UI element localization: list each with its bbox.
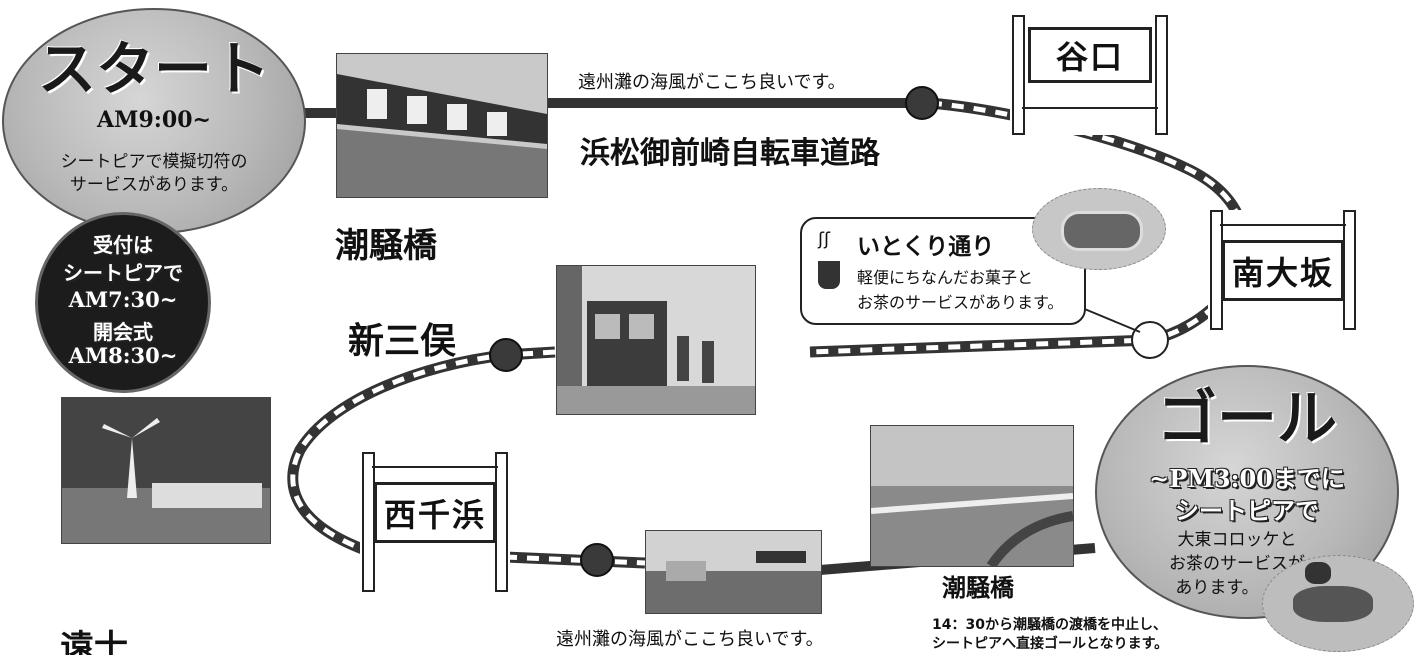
start-title: スタート [37, 35, 270, 103]
sign-nishichihama-panel: 西千浜 [374, 482, 496, 543]
goal-line3: 大東コロッケと [1177, 530, 1297, 550]
bridge-bottom-label: 潮騒橋 [942, 573, 1014, 602]
photo-seaside-image [871, 426, 1073, 566]
steam-icon: ʃʃ [818, 229, 831, 250]
shinmi-label: 新三俣 [348, 320, 457, 362]
photo-bridge-top-image [337, 54, 547, 197]
station-dot-bottom [580, 543, 614, 577]
teacup-icon [818, 261, 840, 289]
sign-minamiosaka-label: 南大坂 [1231, 253, 1334, 292]
reception-line3: AM7:30~ [68, 287, 178, 312]
top-breeze-note: 遠州灘の海風がここち良いです。 [578, 72, 846, 93]
sign-nishichihama-label: 西千浜 [383, 495, 486, 534]
photo-train-image [557, 266, 755, 414]
station-dot-top [905, 86, 939, 120]
photo-seaside [870, 425, 1074, 567]
bridge-top-label: 潮騒橋 [335, 226, 437, 266]
reception-line2: シートピアで [63, 261, 183, 285]
start-note-line1: シートピアで模擬切符の [60, 152, 248, 172]
goal-bubble: ゴール ~PM3:00までに シートピアで 大東コロッケと お茶のサービスが あ… [1095, 365, 1399, 619]
track-rail-top-curve-dash [929, 100, 1247, 292]
sign-taniguchi-label: 谷口 [1055, 38, 1124, 76]
detour-line1: 14：30から潮騒橋の渡橋を中止し、 [932, 617, 1167, 633]
reception-bubble: 受付は シートピアで AM7:30~ 開会式 AM8:30~ [35, 212, 211, 393]
reception-line1: 受付は [93, 233, 153, 257]
croquette-icon [1262, 555, 1414, 652]
photo-windmill-image [62, 398, 270, 543]
reception-line5: AM8:30~ [68, 343, 178, 368]
sweets-icon [1032, 188, 1166, 270]
sign-nishichihama: 西千浜 [360, 452, 510, 592]
photo-windmill [61, 397, 271, 544]
cycle-road-label: 浜松御前崎自転車道路 [580, 136, 880, 171]
goal-line4: お茶のサービスが [1169, 554, 1305, 574]
sign-minamiosaka-panel: 南大坂 [1222, 240, 1344, 301]
itokuri-title: いとくり通り [857, 233, 995, 260]
footer-partial-text: 遠士 [60, 628, 128, 655]
goal-title: ゴール [1157, 384, 1337, 454]
goal-line1: ~PM3:00までに [1149, 464, 1345, 493]
photo-bridge-top [336, 53, 548, 198]
photo-bridge-bottom [645, 530, 822, 614]
goal-line5: あります。 [1175, 578, 1259, 598]
station-dot-itokuri [1131, 321, 1169, 359]
itokuri-line2: お茶のサービスがあります。 [857, 293, 1064, 312]
itokuri-line1: 軽便にちなんだお菓子と [857, 268, 1034, 287]
goal-line2: シートピアで [1175, 496, 1319, 525]
start-time: AM9:00~ [97, 107, 211, 133]
sign-taniguchi: 谷口 [1010, 15, 1170, 135]
reception-line4: 開会式 [93, 320, 153, 344]
sign-taniguchi-panel: 谷口 [1028, 27, 1152, 83]
station-dot-shinmi [489, 338, 523, 372]
detour-line2: シートピアへ直接ゴールとなります。 [932, 636, 1169, 652]
bottom-breeze-note: 遠州灘の海風がここち良いです。 [556, 629, 824, 650]
start-note-line2: サービスがあります。 [69, 175, 239, 195]
track-rail-bottom-dash [504, 554, 646, 566]
photo-train [556, 265, 756, 415]
start-bubble: スタート AM9:00~ シートピアで模擬切符の サービスがあります。 [2, 8, 306, 234]
photo-bridge-bottom-image [646, 531, 821, 613]
track-rail-left-dash [290, 349, 556, 558]
sign-minamiosaka: 南大坂 [1208, 210, 1358, 330]
